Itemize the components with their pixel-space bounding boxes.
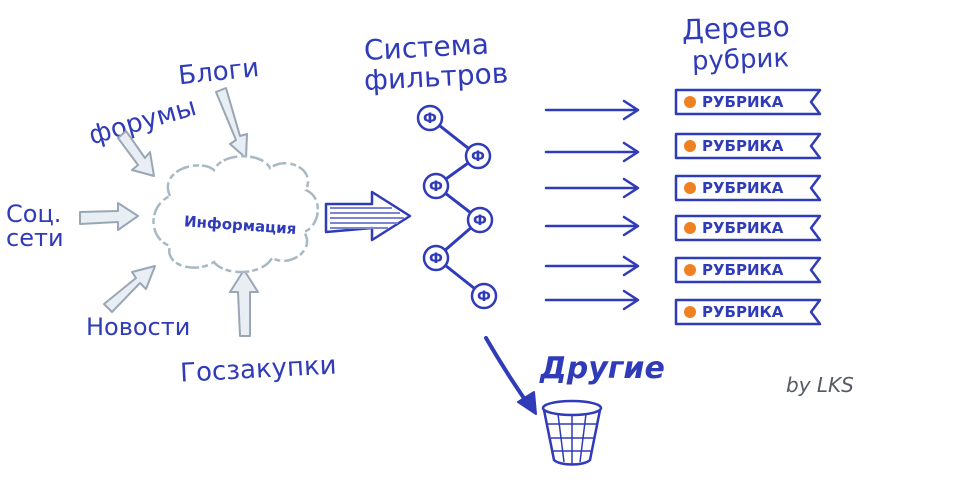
label-news: Новости bbox=[86, 313, 190, 341]
filter-nodes: Ф Ф Ф Ф Ф Ф bbox=[416, 104, 498, 310]
filter-node-circle bbox=[422, 244, 450, 272]
arrow-to-filters bbox=[324, 190, 412, 242]
rubric-arrows bbox=[544, 99, 640, 311]
filter-node: Ф bbox=[422, 244, 450, 272]
filter-node-circle bbox=[466, 206, 494, 234]
rubric-dot bbox=[684, 264, 696, 276]
filter-node-symbol: Ф bbox=[429, 251, 443, 267]
rubric-ribbon bbox=[674, 88, 822, 116]
filter-node-circle bbox=[464, 142, 492, 170]
arrow-from-procurement bbox=[229, 269, 259, 337]
filter-node: Ф bbox=[464, 142, 492, 170]
filter-node-symbol: Ф bbox=[473, 213, 487, 229]
label-forums: форумы bbox=[85, 92, 199, 151]
rubric-item: РУБРИКА bbox=[674, 132, 822, 160]
rubric-ribbon bbox=[674, 256, 822, 284]
rubric-dot bbox=[684, 96, 696, 108]
rubric-label: РУБРИКА bbox=[702, 179, 784, 197]
rubric-item: РУБРИКА bbox=[674, 88, 822, 116]
filter-node: Ф bbox=[470, 282, 498, 310]
rubric-arrow bbox=[544, 99, 640, 121]
rubric-item: РУБРИКА bbox=[674, 256, 822, 284]
filter-node-symbol: Ф bbox=[429, 179, 443, 195]
label-procurement: Госзакупки bbox=[179, 350, 337, 388]
other-label: Другие bbox=[539, 351, 665, 386]
rubric-dot bbox=[684, 140, 696, 152]
tree-title-line1: Дерево bbox=[681, 10, 790, 47]
filter-node-circle bbox=[422, 172, 450, 200]
filter-node-symbol: Ф bbox=[477, 289, 491, 305]
rubric-ribbon bbox=[674, 298, 822, 326]
filter-node: Ф bbox=[416, 104, 444, 132]
rubric-arrow bbox=[544, 141, 640, 163]
rubric-label: РУБРИКА bbox=[702, 219, 784, 237]
rubric-label: РУБРИКА bbox=[702, 303, 784, 321]
label-social-line2: сети bbox=[6, 224, 64, 252]
rubric-arrow bbox=[544, 255, 640, 277]
rubric-item: РУБРИКА bbox=[674, 298, 822, 326]
arrow-from-news bbox=[103, 265, 156, 313]
label-social-line1: Соц. bbox=[6, 200, 61, 228]
cloud-shape bbox=[152, 155, 320, 274]
rubric-arrow bbox=[544, 177, 640, 199]
rubric-item: РУБРИКА bbox=[674, 174, 822, 202]
filters-title-line2: фильтров bbox=[363, 56, 509, 97]
arrow-from-forums bbox=[117, 130, 155, 177]
rubric-label: РУБРИКА bbox=[702, 137, 784, 155]
label-blogs: Блоги bbox=[177, 53, 261, 91]
filter-node: Ф bbox=[422, 172, 450, 200]
rubric-list: РУБРИКА РУБРИКА РУБРИКА РУБРИКА РУБРИКА РУБРИ… bbox=[674, 88, 822, 326]
arrow-to-other bbox=[484, 336, 537, 415]
rubric-ribbon bbox=[674, 214, 822, 242]
rubric-arrow bbox=[544, 215, 640, 237]
filters-title-line1: Система bbox=[363, 27, 490, 66]
rubric-ribbon bbox=[674, 132, 822, 160]
tree-title-line2: рубрик bbox=[692, 43, 790, 76]
filter-node-symbol: Ф bbox=[471, 149, 485, 165]
arrow-from-social bbox=[79, 202, 139, 231]
rubric-ribbon bbox=[674, 174, 822, 202]
trash-basket-icon bbox=[541, 399, 603, 466]
rubric-label: РУБРИКА bbox=[702, 261, 784, 279]
rubric-dot bbox=[684, 306, 696, 318]
rubric-dot bbox=[684, 222, 696, 234]
information-cloud: Информация bbox=[152, 155, 320, 274]
filter-node: Ф bbox=[466, 206, 494, 234]
rubric-item: РУБРИКА bbox=[674, 214, 822, 242]
filter-chain: Ф Ф Ф Ф Ф Ф bbox=[416, 104, 498, 310]
rubric-arrow bbox=[544, 289, 640, 311]
rubric-dot bbox=[684, 182, 696, 194]
filter-node-symbol: Ф bbox=[423, 111, 437, 127]
signature: by LKS bbox=[786, 373, 854, 397]
filter-node-circle bbox=[470, 282, 498, 310]
filter-node-circle bbox=[416, 104, 444, 132]
rubric-label: РУБРИКА bbox=[702, 93, 784, 111]
arrow-from-blogs bbox=[215, 87, 248, 159]
source-arrows bbox=[79, 87, 259, 337]
